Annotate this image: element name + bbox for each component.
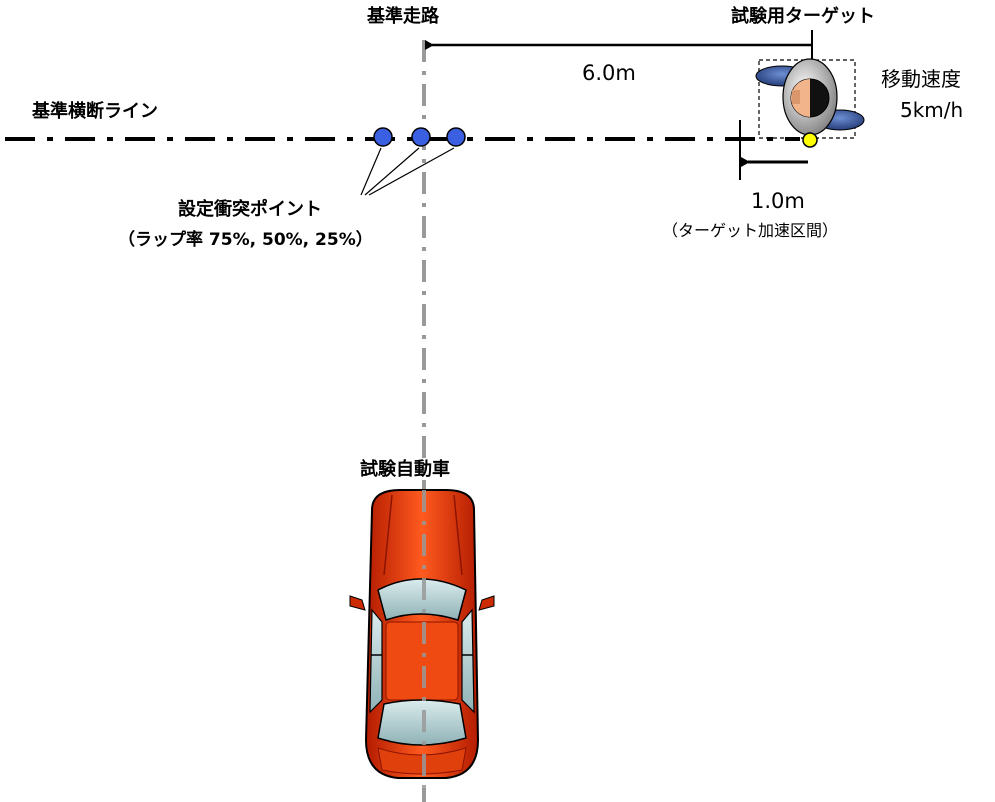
collision-leader-lines	[360, 147, 455, 196]
distance-main-label: 6.0m	[582, 61, 636, 85]
distance-accel-label: 1.0m	[751, 189, 805, 213]
test-target-label: 試験用ターゲット	[731, 6, 875, 27]
target-marker	[802, 132, 818, 148]
accel-section-label: （ターゲット加速区間）	[662, 221, 839, 240]
collision-point-25	[446, 127, 466, 147]
collision-points-title: 設定衝突ポイント	[178, 199, 322, 220]
reference-path-label: 基準走路	[367, 6, 439, 27]
collision-point-50	[411, 127, 431, 147]
move-speed-value: 5km/h	[900, 98, 964, 122]
overlap-rates-label: （ラップ率 75%, 50%, 25%）	[118, 230, 373, 250]
pedestrian-dummy-icon	[755, 58, 865, 148]
distance-arrow-accel	[739, 120, 808, 180]
distance-arrow-main	[425, 30, 813, 62]
reference-crossing-line-label: 基準横断ライン	[32, 101, 158, 122]
collision-points	[373, 127, 466, 147]
test-vehicle-label: 試験自動車	[360, 459, 450, 480]
collision-point-75	[373, 127, 393, 147]
move-speed-label: 移動速度	[881, 67, 961, 91]
